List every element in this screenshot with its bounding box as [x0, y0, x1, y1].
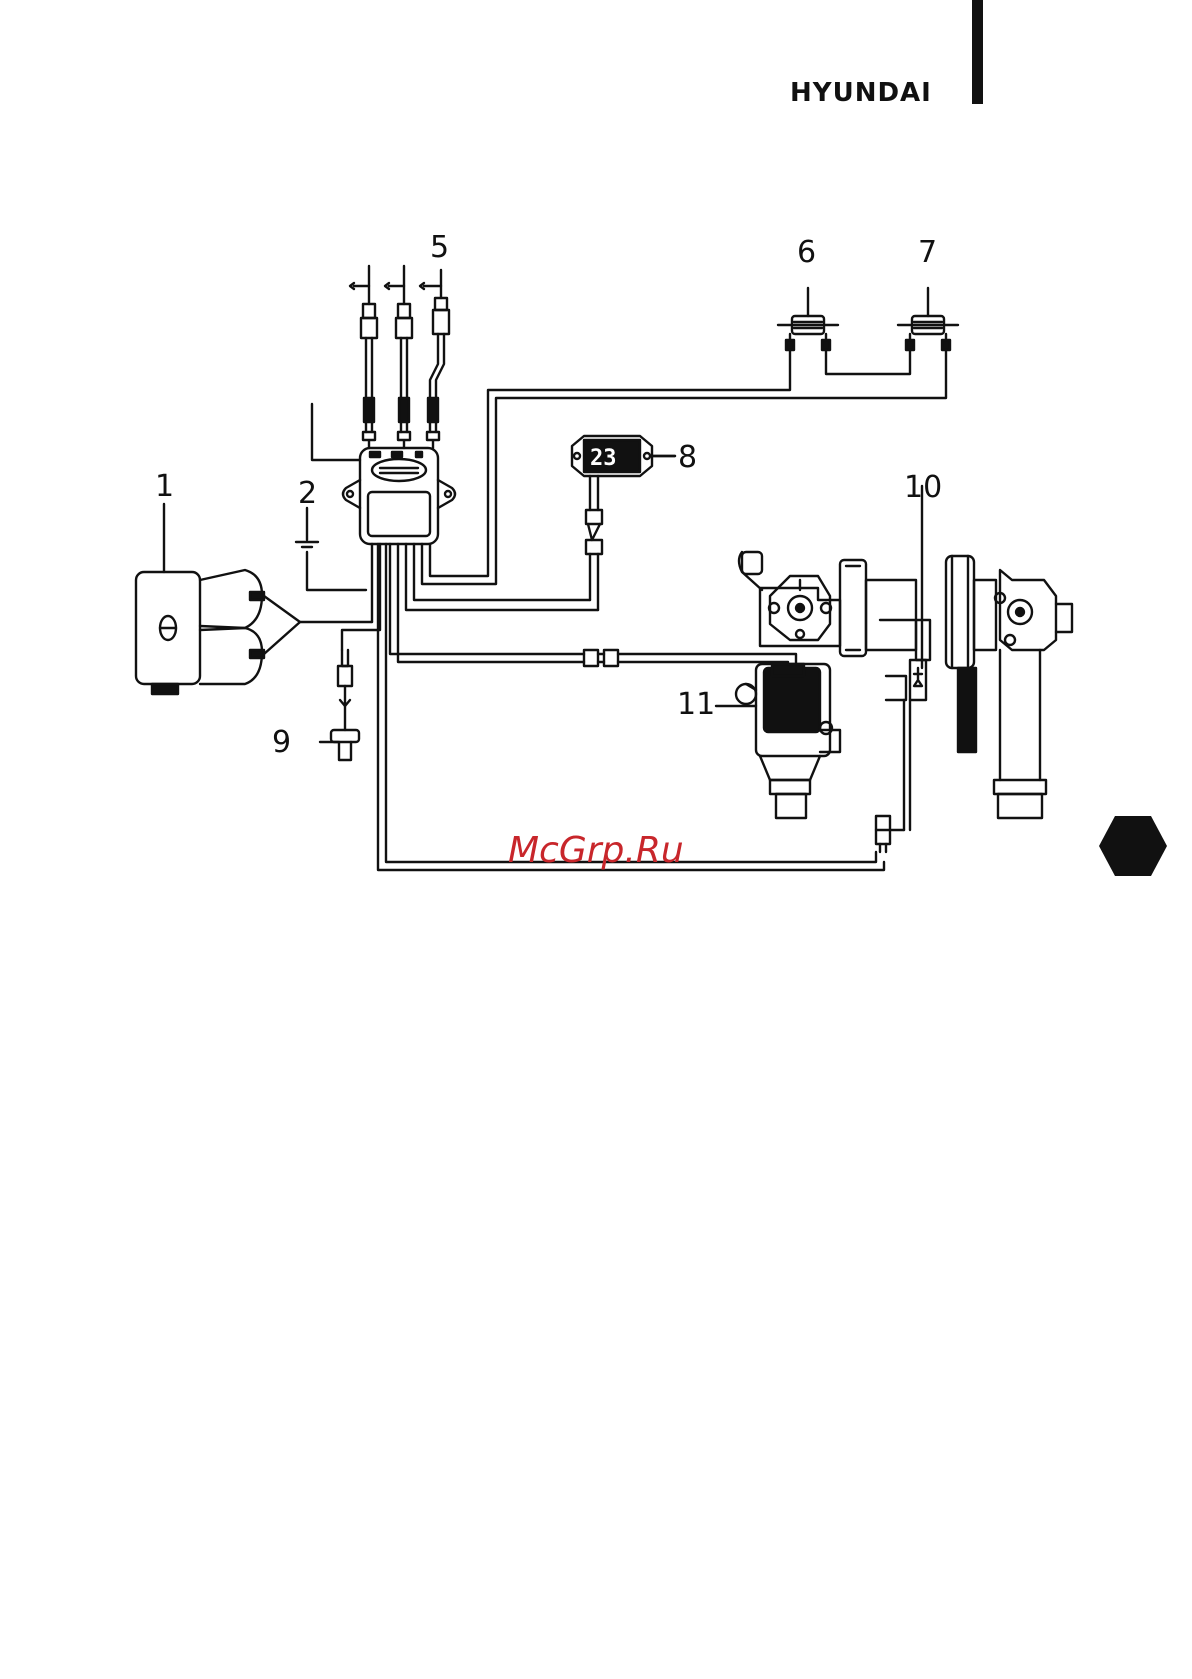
hexagon-icon [1098, 815, 1168, 877]
limit-switch-7 [898, 288, 958, 350]
display-reading: 23 [590, 446, 617, 471]
callout-11: 11 [677, 687, 715, 722]
watermark: McGrp.Ru [508, 830, 684, 871]
valve-body [739, 552, 916, 656]
callout-7: 7 [918, 235, 937, 270]
callout-5: 5 [430, 230, 449, 265]
water-temperature-sensor [331, 650, 359, 760]
callout-10: 10 [904, 470, 942, 505]
callout-6: 6 [797, 235, 816, 270]
callout-1: 1 [155, 469, 174, 504]
water-flow-valve [886, 486, 1072, 830]
callout-2: 2 [298, 476, 317, 511]
electrodes [350, 266, 449, 448]
ground-terminal [296, 508, 366, 590]
fan-motor-unit [136, 570, 372, 694]
gas-valve [736, 664, 840, 818]
callout-8: 8 [678, 440, 697, 475]
control-unit [312, 404, 455, 544]
limit-switch-6 [778, 288, 838, 350]
callout-9: 9 [272, 725, 291, 760]
